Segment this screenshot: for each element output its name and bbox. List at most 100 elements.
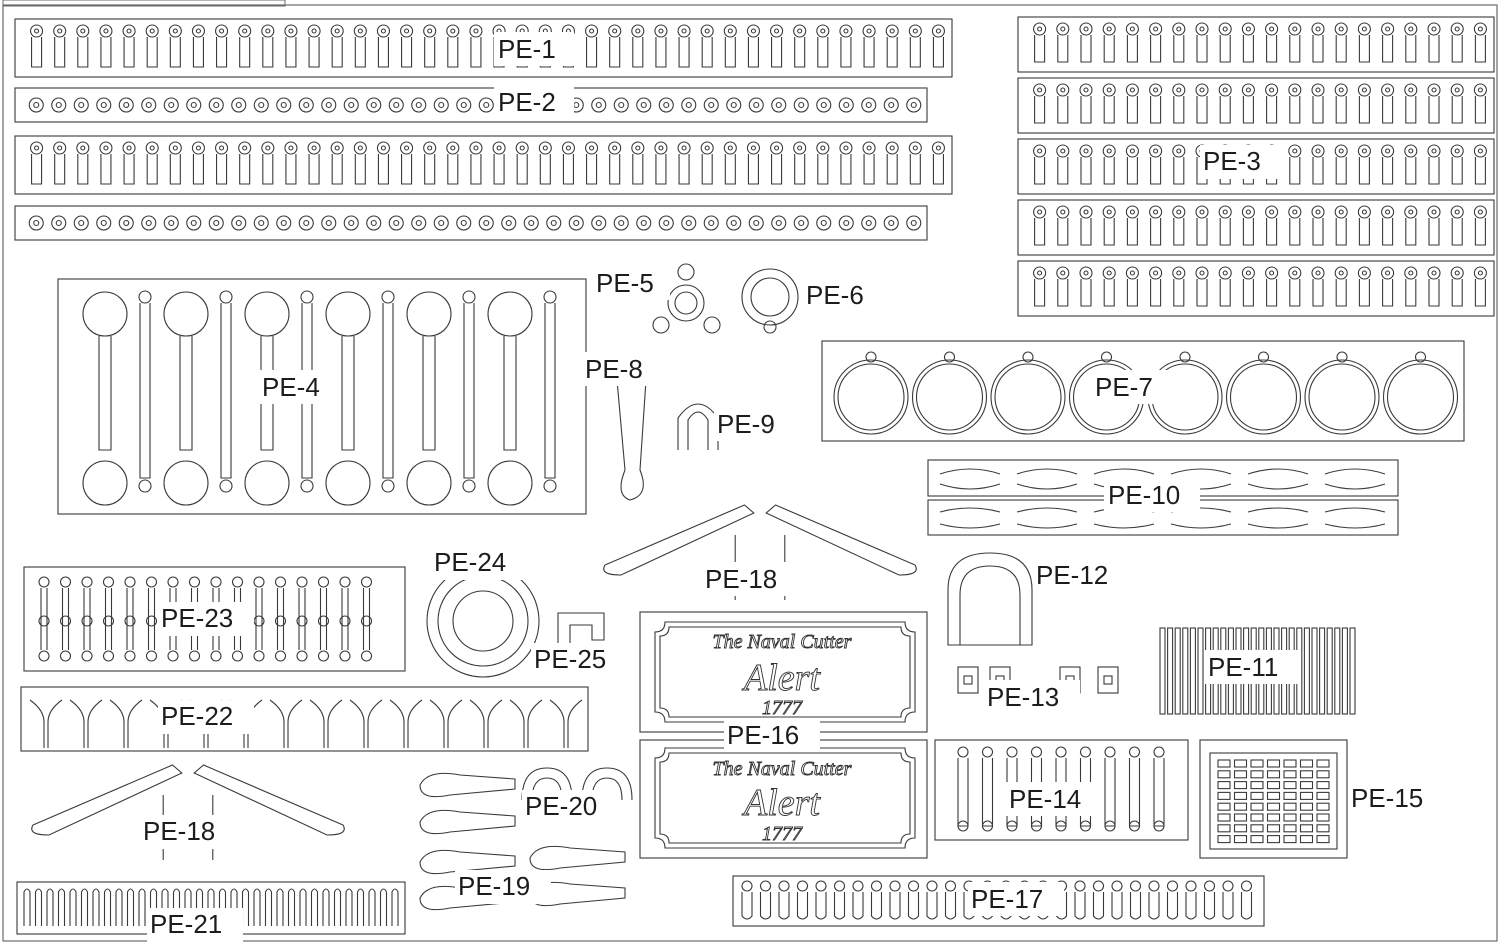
pe23-eye [231,650,244,662]
pe1-strip-a-tab [401,37,413,68]
pe15-cell [1283,781,1297,790]
pe15-cell [1233,835,1248,844]
pe2-strip-b-hole [235,219,242,227]
pe3-strip-tab [1126,279,1138,307]
pe2-strip-a-hole [123,101,130,109]
pe3-strip-tab [1382,218,1394,246]
pe3-strip-hole [1385,148,1391,154]
pe14-eye [1079,820,1092,832]
pe23-bar [276,588,285,650]
pe17-eye [870,880,883,892]
pe14-eye [1153,746,1165,758]
pe7-ring [911,359,988,435]
pe3-strip-hole [1338,26,1344,32]
pe3-strip-hole [1385,87,1391,93]
pe2-strip-a-hole [640,101,647,109]
pe1-strip-b-hole [219,145,225,151]
pe3-strip-hole [1385,209,1391,215]
pe11-bar [1174,627,1181,715]
pe3-strip-hole [1477,270,1483,276]
pe3-strip-tab [1335,279,1347,307]
pe3-strip-tab [1312,35,1324,63]
pe3-strip-hole [1106,209,1112,215]
pe3-strip-ring [1172,83,1186,97]
pe21-tooth [310,888,319,926]
pe3-strip-ring [1125,83,1139,97]
pe23-bar [341,588,349,650]
pe2-strip-b-ring [703,215,719,231]
pe23-eye [59,615,72,627]
pe3-strip-tab [1080,96,1092,124]
pe23-eye [231,576,244,588]
pe23-eye [167,576,179,588]
pe15-cell [1250,835,1264,844]
pe1-strip-b-hole [843,145,849,151]
pe3-strip-hole [1083,209,1089,215]
pe1-strip-b-tab [447,154,459,185]
pe4-eye [300,479,314,493]
pe2-strip-b-ring [411,215,427,231]
pe4-ring [163,291,209,337]
pe3-strip-hole [1199,209,1205,215]
pe11-bar [1197,627,1204,715]
pe2-strip-a-hole [348,101,355,109]
pe10-bracket [1247,507,1309,529]
pe1-strip-a-hole [149,28,155,34]
pe1-strip-b-tab [771,154,783,185]
pe4-eye [300,290,314,304]
pe3-strip-ring [1473,83,1487,97]
pe2-strip-b-hole [550,219,557,227]
pe1-strip-b-tab [354,154,366,185]
pe3-strip-tab [1312,218,1324,246]
pe22-y [349,699,383,748]
pe1-strip-a-hole [820,28,826,34]
pe1-strip-a-hole [172,28,178,34]
pe1-strip-a-hole [357,28,363,34]
pe2-strip-a-ring [388,97,404,113]
pe4-ring [406,291,452,337]
pe7-ring-inner [994,363,1062,431]
pe1-strip-b-tab [817,154,829,185]
pe14-eye [1104,820,1116,832]
pe1-strip-b-tab [609,154,621,185]
pe3-strip-hole [1176,209,1182,215]
pe1-strip-b-hole [750,145,756,151]
pe3-strip-hole [1292,148,1298,154]
pe3-strip-ring [1404,83,1418,97]
label-pe5: PE-5 [596,268,654,298]
pe15-cell [1233,759,1248,768]
pe1-strip-a-hole [126,28,132,34]
pe1-strip-b-hole [774,145,780,151]
pe11-bar [1159,627,1166,715]
pe17-eye [852,880,864,892]
pe3-strip-ring [1334,266,1348,280]
pe1-strip-b-tab [285,154,297,185]
pe21-tooth [92,888,100,926]
pe3-strip-hole [1037,87,1043,93]
pe2-strip-a-hole [325,101,332,109]
pe1-strip-b-ring [561,141,575,155]
pe1-strip-a-hole [265,28,271,34]
pe23-eye [317,615,330,627]
pe2-strip-b-hole [708,219,715,227]
pe1-strip-a-hole [34,28,40,34]
pe1-strip-a-ring [145,24,159,38]
pe4-ring [487,291,533,337]
pe2-strip-a-ring [433,97,449,113]
pe11-bar [1167,627,1174,715]
pe1-strip-b-tab [909,154,921,185]
pe17-hook [1018,892,1031,920]
pe1-strip-b-ring [122,141,136,155]
pe1-strip-a-hole [612,28,618,34]
pe1-strip-b-ring [446,141,460,155]
pe21-tooth [368,888,376,926]
pe4-shaft [422,336,436,451]
pe15-cell [1266,824,1281,833]
pe7-frame [821,340,1465,442]
pe3-strip-ring [1381,205,1395,219]
pe1-strip-b-tab [308,154,320,185]
pe2-strip-b-hole [843,219,850,227]
pe1-strip-a-ring [723,24,737,38]
pe20-cap [521,767,573,801]
pe3-strip-ring [1265,205,1279,219]
